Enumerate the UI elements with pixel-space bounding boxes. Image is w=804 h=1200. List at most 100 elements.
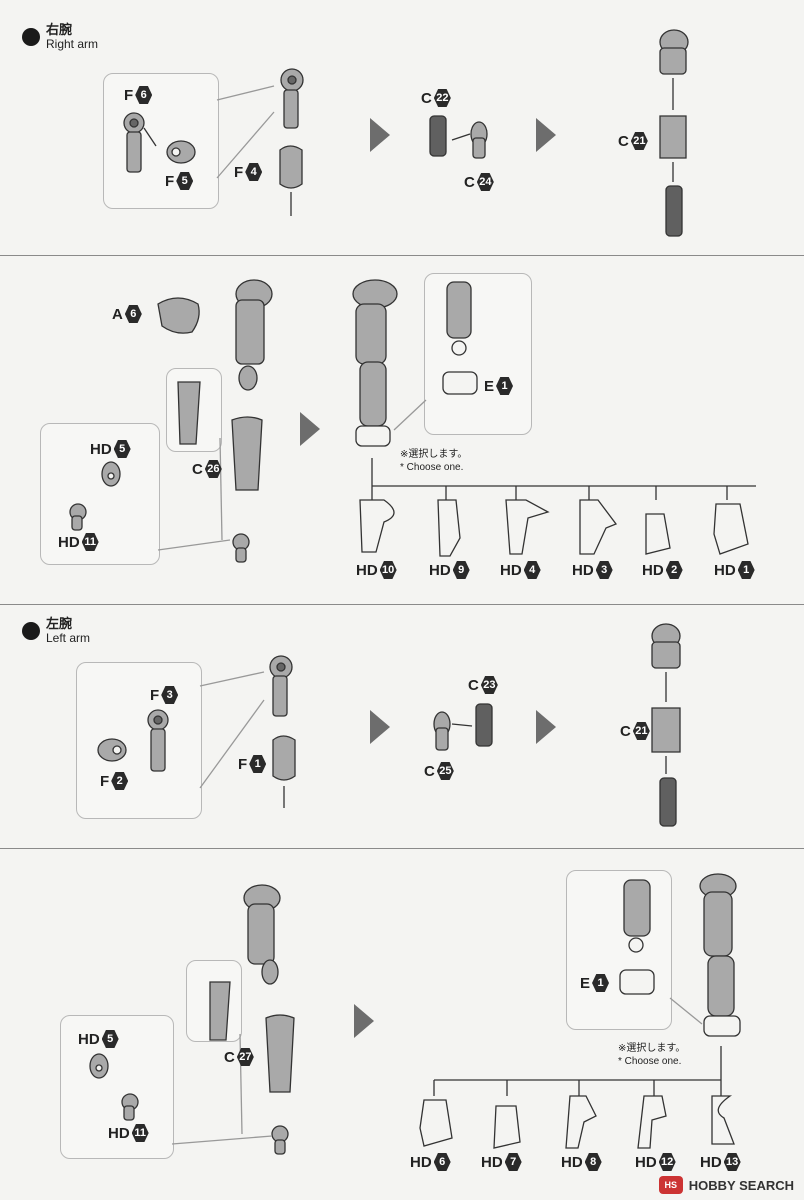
part-number: 2 [665,561,683,579]
part-prefix: C [620,722,631,740]
detail-box [103,73,219,209]
part-prefix: HD [410,1153,432,1171]
section-divider [0,255,804,256]
part-prefix: F [124,86,134,104]
section-title-en: Right arm [46,37,99,51]
part-prefix: C [468,676,479,694]
part-number: 21 [632,722,650,740]
part-number: 1 [737,561,755,579]
part-label-c21: C 21 [618,132,648,150]
part-prefix: HD [78,1030,100,1048]
part-number: 5 [113,440,131,458]
part-number: 6 [124,305,142,323]
part-number: 23 [480,676,498,694]
part-number: 1 [249,755,267,773]
part-number: 1 [496,377,514,395]
part-prefix: E [580,974,591,992]
choose-note-jp: ※選択します。 [400,449,468,460]
part-prefix: F [100,772,110,790]
part-number: 9 [452,561,470,579]
part-prefix: C [464,173,475,191]
part-label-hd11b: HD 11 [108,1124,149,1142]
part-prefix: C [421,89,432,107]
part-prefix: HD [500,561,522,579]
part-number: 3 [161,686,179,704]
hand-label-hd7: HD 7 [481,1153,522,1171]
next-step-arrow-icon [370,710,390,744]
part-number: 22 [433,89,451,107]
part-prefix: HD [481,1153,503,1171]
part-label-c22: C 22 [421,89,451,107]
part-prefix: F [165,172,175,190]
part-label-hd5: HD 5 [90,440,131,458]
part-label-f2: F 2 [100,772,129,790]
section-header-left-arm: 左腕 Left arm [22,616,90,645]
part-prefix: C [618,132,629,150]
part-number: 3 [595,561,613,579]
part-label-hd5b: HD 5 [78,1030,119,1048]
section-divider [0,604,804,605]
part-label-a6: A 6 [112,305,142,323]
part-prefix: HD [356,561,378,579]
part-label-f3: F 3 [150,686,179,704]
detail-box [76,662,202,819]
choose-note-jp: ※選択します。 [618,1043,686,1054]
section-divider [0,848,804,849]
choose-note-en: * Choose one. [400,462,464,473]
part-prefix: HD [700,1153,722,1171]
hand-label-hd9: HD 9 [429,561,470,579]
part-label-f1: F 1 [238,755,267,773]
part-prefix: HD [108,1124,130,1142]
part-number: 4 [523,561,541,579]
section-title-jp: 右腕 [46,22,73,37]
part-prefix: HD [635,1153,657,1171]
part-prefix: F [234,163,244,181]
part-number: 6 [433,1153,451,1171]
detail-box [424,273,532,435]
part-label-f5: F 5 [165,172,194,190]
hand-label-hd3: HD 3 [572,561,613,579]
part-label-f6: F 6 [124,86,153,104]
hand-label-hd6: HD 6 [410,1153,451,1171]
section-title-en: Left arm [46,631,91,645]
part-prefix: HD [90,440,112,458]
part-prefix: HD [561,1153,583,1171]
section-header-right-arm: 右腕 Right arm [22,22,98,51]
hand-label-hd4: HD 4 [500,561,541,579]
part-number: 5 [101,1030,119,1048]
part-number: 26 [204,460,222,478]
next-step-arrow-icon [300,412,320,446]
next-step-arrow-icon [370,118,390,152]
next-step-arrow-icon [354,1004,374,1038]
next-step-arrow-icon [536,118,556,152]
hand-label-hd2: HD 2 [642,561,683,579]
part-number: 13 [723,1153,741,1171]
bullet-icon [22,28,40,46]
part-number: 10 [379,561,397,579]
part-number: 11 [131,1124,149,1142]
part-number: 12 [658,1153,676,1171]
next-step-arrow-icon [536,710,556,744]
hand-label-hd8: HD 8 [561,1153,602,1171]
part-number: 21 [630,132,648,150]
part-prefix: A [112,305,123,323]
choose-one-note: ※選択します。 * Choose one. [618,1042,685,1068]
part-prefix: F [238,755,248,773]
part-label-c27: C 27 [224,1048,254,1066]
part-label-c21b: C 21 [620,722,650,740]
part-number: 1 [592,974,610,992]
part-label-e1b: E 1 [580,974,610,992]
part-prefix: HD [714,561,736,579]
part-number: 24 [476,173,494,191]
part-label-c25: C 25 [424,762,454,780]
part-number: 2 [111,772,129,790]
part-number: 7 [504,1153,522,1171]
part-prefix: HD [572,561,594,579]
hobby-search-logo-icon: HS [658,1176,683,1194]
part-prefix: F [150,686,160,704]
part-label-f4: F 4 [234,163,263,181]
detail-box [566,870,672,1030]
hand-label-hd12: HD 12 [635,1153,676,1171]
part-label-hd11: HD 11 [58,533,99,551]
